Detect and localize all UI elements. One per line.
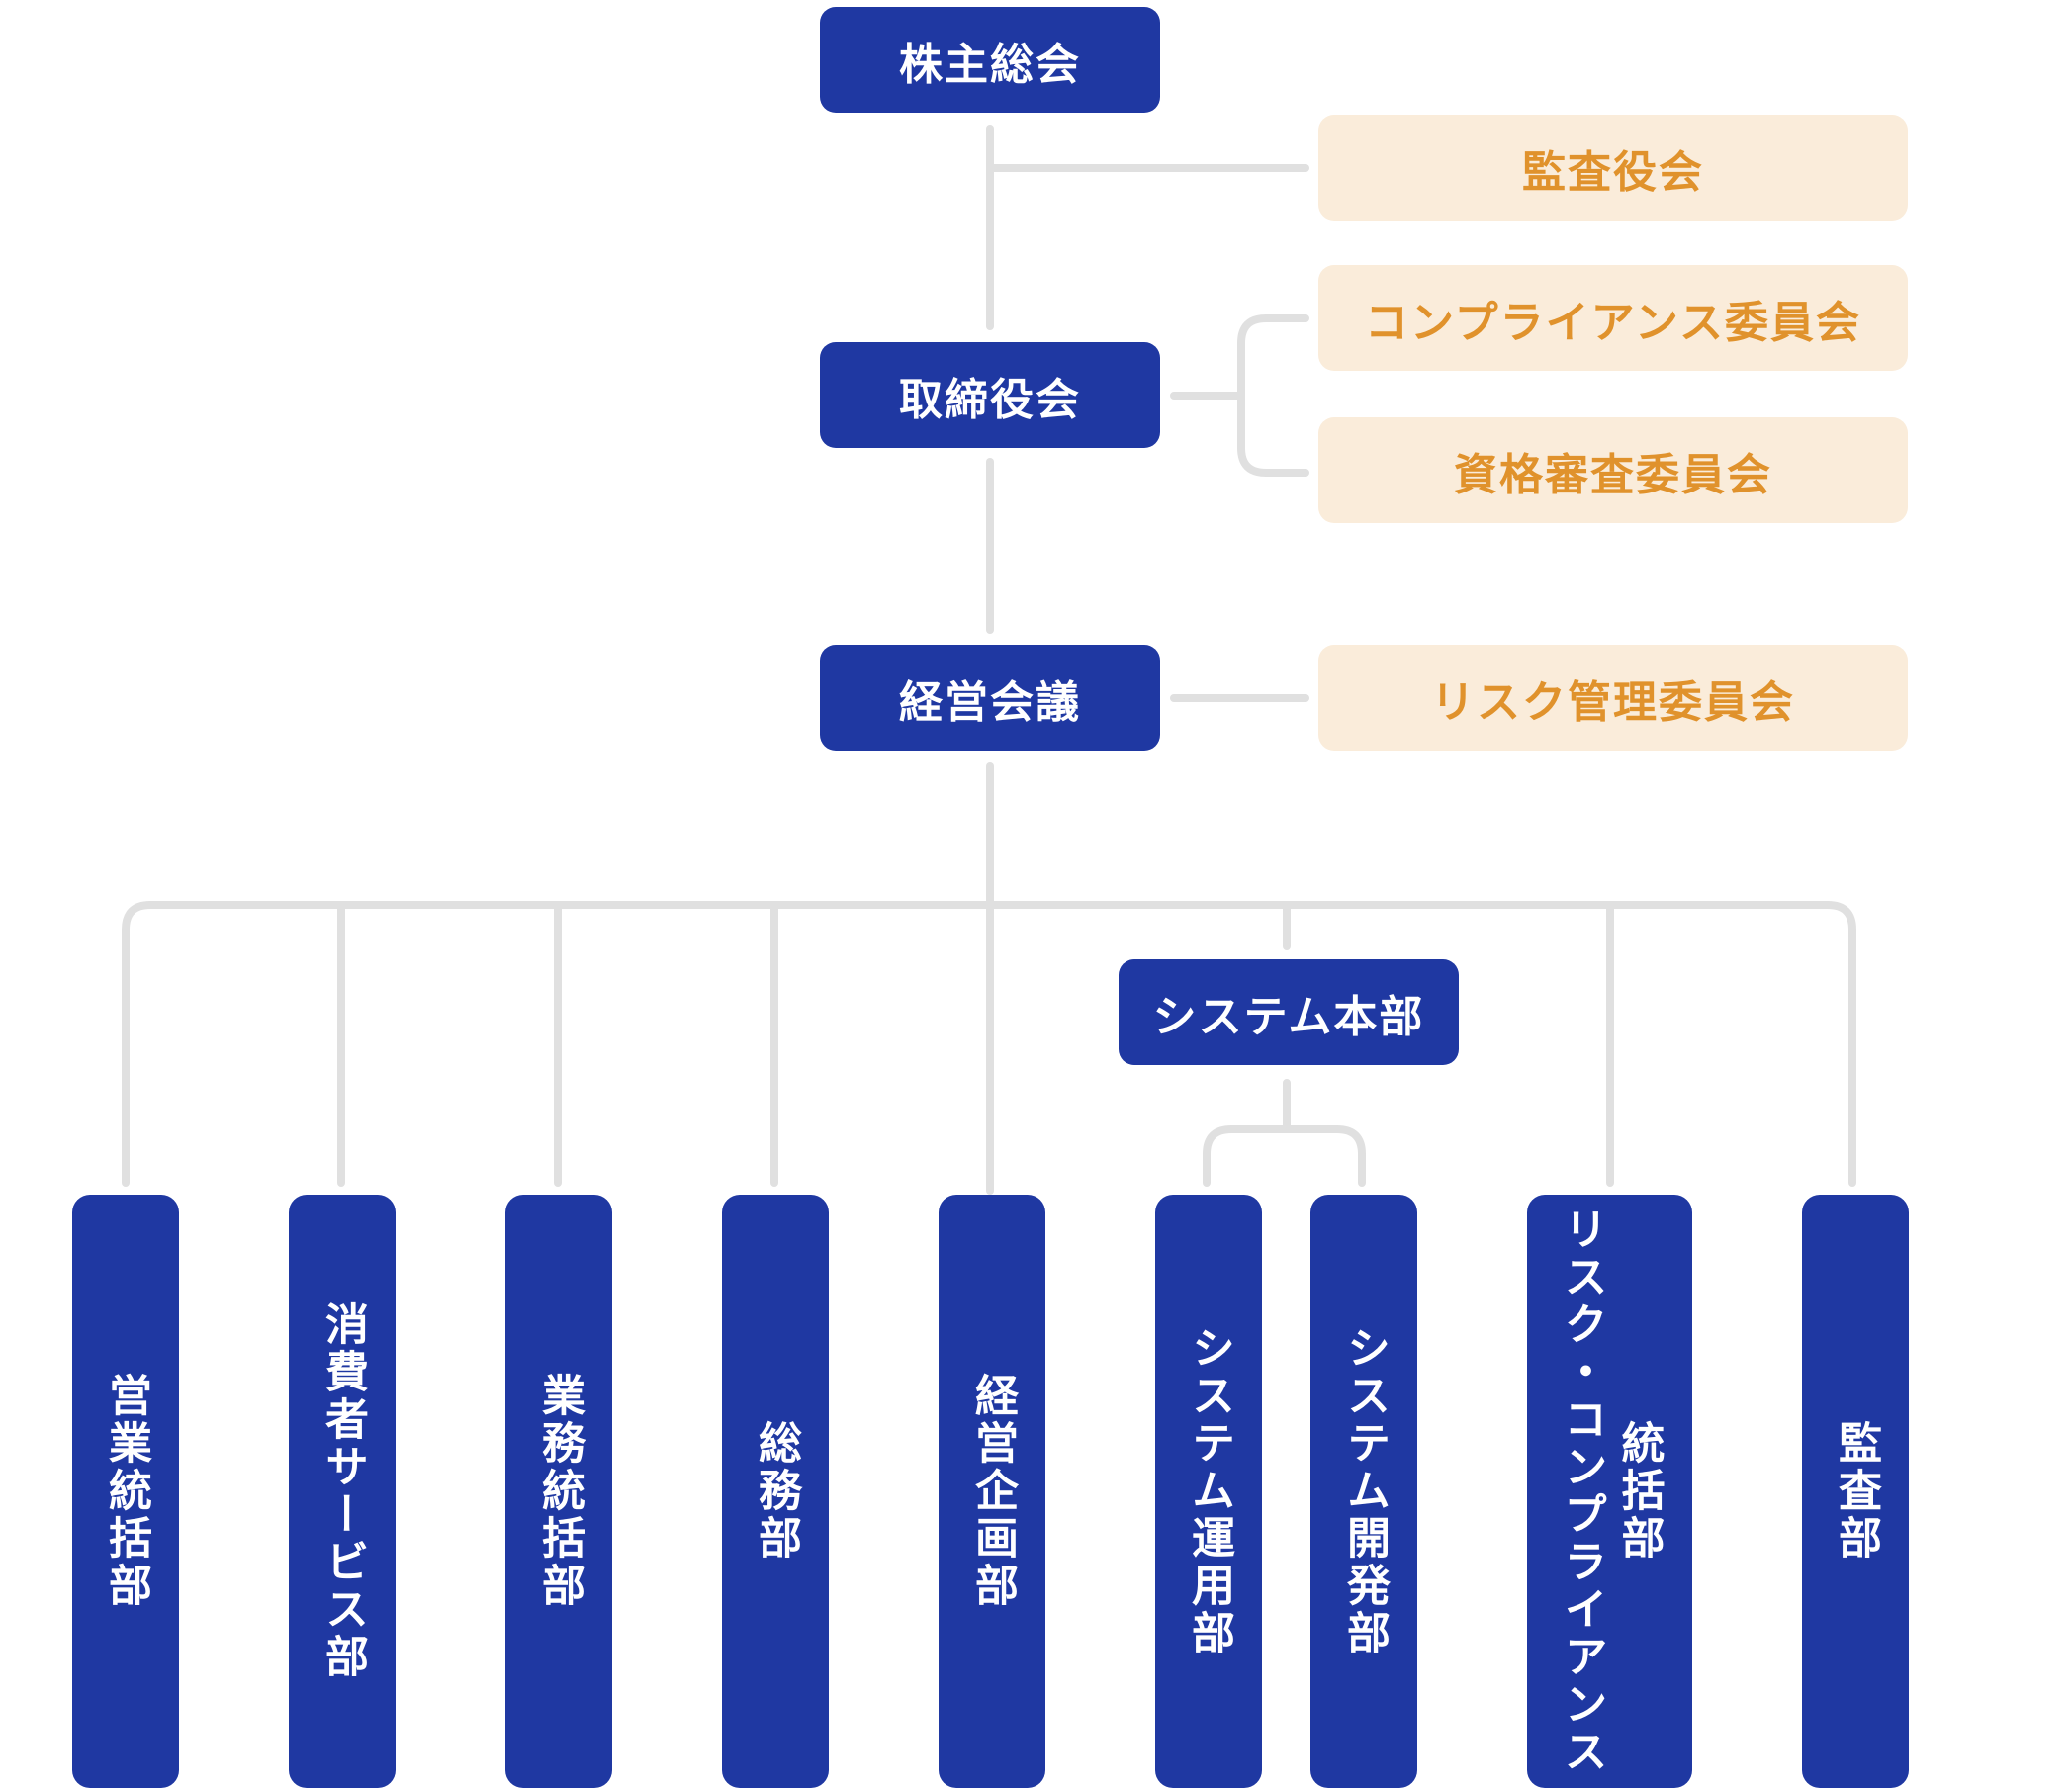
node-label: 経営会議 bbox=[899, 676, 1081, 728]
connector-department-rail bbox=[122, 901, 1856, 1187]
dept-system-development: システム開発部 bbox=[1310, 1195, 1417, 1788]
node-audit-board: 監査役会 bbox=[1318, 115, 1908, 221]
node-label: 株主総会 bbox=[899, 39, 1081, 90]
dept-risk-compliance: リスク・コンプライアンス 統括部 bbox=[1527, 1195, 1692, 1788]
connector-system-hq-split bbox=[1203, 1079, 1366, 1187]
node-label: システム本部 bbox=[1152, 991, 1425, 1042]
dept-sales: 営業統括部 bbox=[72, 1195, 179, 1788]
connector-department-drops bbox=[337, 901, 1614, 1187]
dept-audit: 監査部 bbox=[1802, 1195, 1909, 1788]
node-label: 取締役会 bbox=[899, 374, 1081, 425]
node-label: 監査役会 bbox=[1522, 146, 1704, 198]
node-shareholders-meeting: 株主総会 bbox=[820, 7, 1160, 113]
connector-board-committees bbox=[1170, 314, 1309, 477]
node-label: 資格審査委員会 bbox=[1454, 449, 1772, 500]
dept-label-line-1: リスク・コンプライアンス bbox=[1556, 1207, 1607, 1776]
dept-consumer-service: 消費者サービス部 bbox=[289, 1195, 396, 1788]
dept-system-operations: システム運用部 bbox=[1155, 1195, 1262, 1788]
node-compliance-committee: コンプライアンス委員会 bbox=[1318, 265, 1908, 371]
dept-label: 総務部 bbox=[751, 1420, 801, 1563]
node-system-hq: システム本部 bbox=[1119, 959, 1459, 1065]
dept-label: 営業統括部 bbox=[101, 1373, 151, 1610]
dept-general-affairs: 総務部 bbox=[722, 1195, 829, 1788]
dept-label-line-2: 統括部 bbox=[1613, 1420, 1665, 1563]
dept-label: システム開発部 bbox=[1339, 1325, 1390, 1657]
node-risk-committee: リスク管理委員会 bbox=[1318, 645, 1908, 751]
dept-business: 業務統括部 bbox=[505, 1195, 612, 1788]
dept-label: 監査部 bbox=[1831, 1420, 1881, 1563]
node-board-of-directors: 取締役会 bbox=[820, 342, 1160, 448]
node-label: リスク管理委員会 bbox=[1431, 676, 1795, 728]
dept-label: 経営企画部 bbox=[967, 1373, 1018, 1610]
node-qualification-committee: 資格審査委員会 bbox=[1318, 417, 1908, 523]
dept-label: システム運用部 bbox=[1184, 1325, 1234, 1657]
node-label: コンプライアンス委員会 bbox=[1364, 297, 1862, 348]
dept-planning: 経営企画部 bbox=[939, 1195, 1045, 1788]
node-management-meeting: 経営会議 bbox=[820, 645, 1160, 751]
dept-label: 業務統括部 bbox=[534, 1373, 585, 1610]
dept-label: 消費者サービス部 bbox=[317, 1301, 368, 1681]
